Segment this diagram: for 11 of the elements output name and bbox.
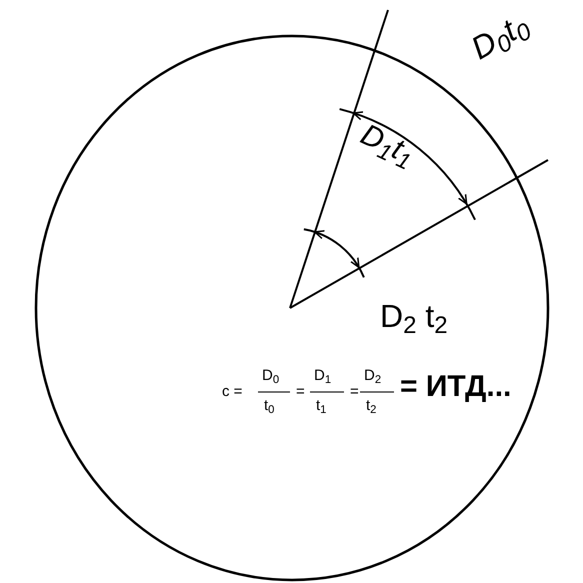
formula-term: D$_{2}$ bbox=[364, 368, 382, 383]
formula-term: t$_{1}$ bbox=[316, 398, 326, 413]
quantity-label: D$_{2}$ t$_{2}$ bbox=[380, 300, 448, 332]
formula-term: t$_{0}$ bbox=[264, 398, 274, 413]
formula-text: = bbox=[350, 384, 359, 399]
formula-term: D$_{1}$ bbox=[314, 368, 332, 383]
formula-text: = ИТД... bbox=[400, 372, 512, 402]
formula-term: t$_{2}$ bbox=[366, 398, 376, 413]
formula-text: = bbox=[296, 384, 305, 399]
formula-text: c = bbox=[222, 384, 242, 399]
formula-term: D$_{0}$ bbox=[262, 368, 280, 383]
